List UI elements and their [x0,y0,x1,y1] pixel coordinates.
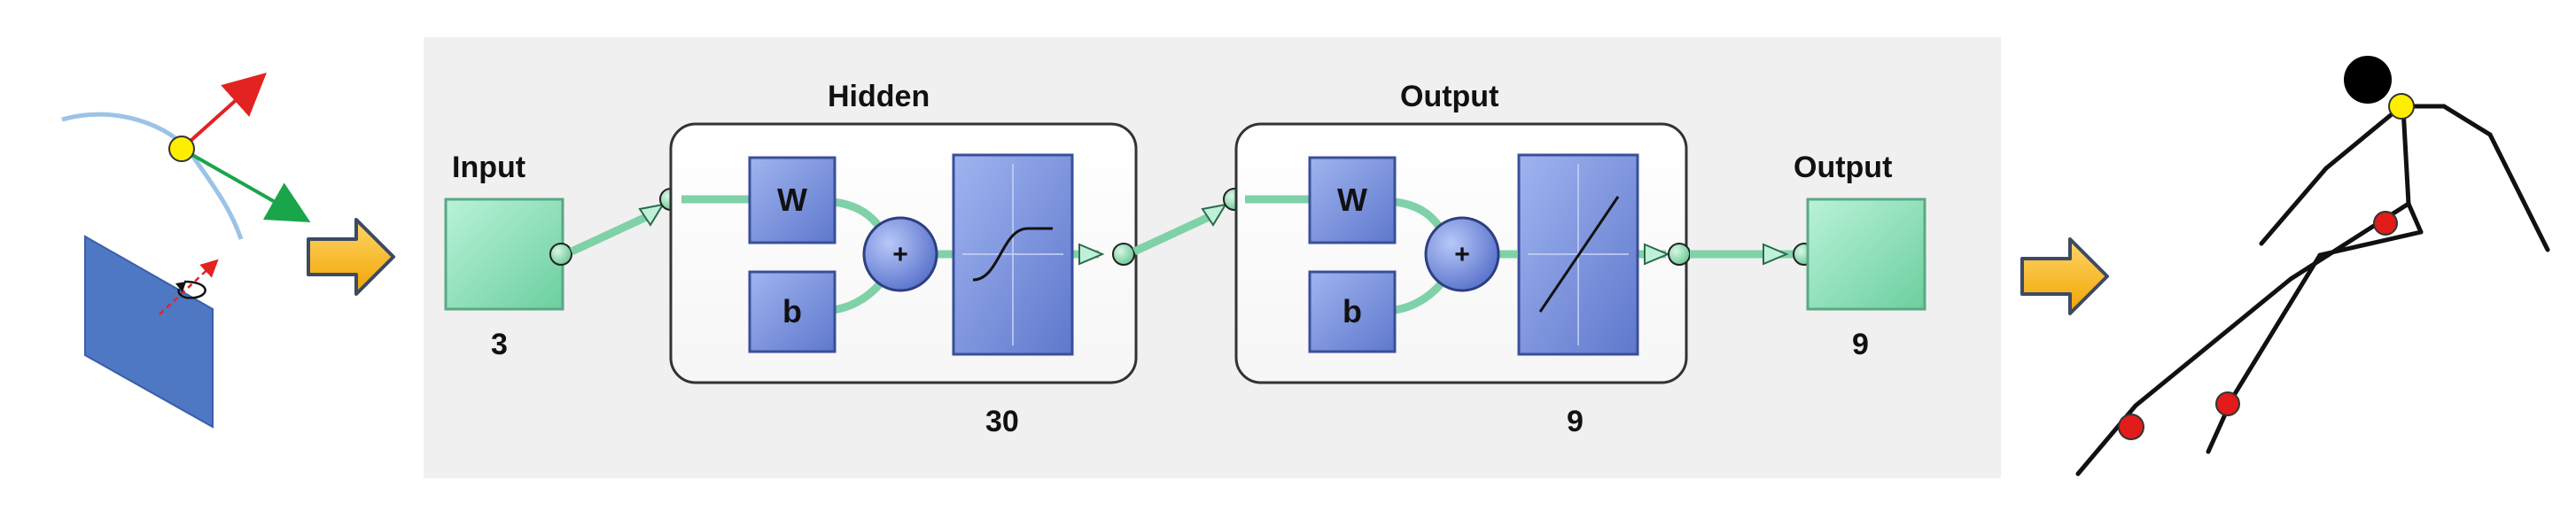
output-weight-block [1308,156,1397,244]
connector-arrowhead [1201,203,1228,227]
hidden-output-node [1112,243,1135,266]
output-layer-output-node [1668,243,1691,266]
plane-rotation-axis [159,259,219,315]
input-node [549,243,572,266]
hidden-weight-symbol: W [777,182,807,218]
connector-arrowhead [638,203,665,227]
hidden-sum-symbol: + [892,240,908,269]
connector-arrowhead [1644,243,1670,266]
hidden-bias-symbol: b [782,293,802,329]
normal-axis [181,147,311,222]
hidden-sum-icon [862,216,938,292]
output-sum-icon [1424,216,1500,292]
output-layer-size: 9 [1567,405,1584,438]
output-weight-symbol: W [1337,182,1367,218]
left-knee-joint [2215,391,2240,416]
input-label: Input [452,151,525,184]
output-sum-symbol: + [1454,240,1470,269]
hidden-size: 30 [985,405,1019,438]
output-bias-symbol: b [1342,293,1362,329]
sensor-illustration [61,72,311,429]
output-size: 9 [1852,328,1869,361]
connector-arrowhead [1763,243,1789,266]
head-icon [2344,56,2392,104]
neck-joint [2388,93,2415,120]
pelvis-joint [2373,211,2398,236]
trajectory-curve [61,112,244,240]
output-bias-block [1308,270,1397,353]
connector-arrowhead [1078,243,1105,266]
input-size: 3 [491,328,508,361]
right-arrow-icon [307,218,395,296]
skeleton-figure [2075,104,2550,476]
input-box [444,198,564,311]
hidden-label: Hidden [828,80,930,113]
hidden-bias-block [748,270,837,353]
input-connector [570,208,658,256]
output-label: Output [1794,151,1892,184]
plane-icon [84,235,214,429]
tangent-axis [180,72,267,151]
output-box [1806,198,1926,311]
right-arrow-icon [2020,237,2109,315]
point-marker [168,136,195,162]
hidden-weight-block [748,156,837,244]
output-layer-label: Output [1400,80,1498,113]
right-knee-joint [2118,414,2144,440]
rotation-arrow-icon [177,280,206,299]
